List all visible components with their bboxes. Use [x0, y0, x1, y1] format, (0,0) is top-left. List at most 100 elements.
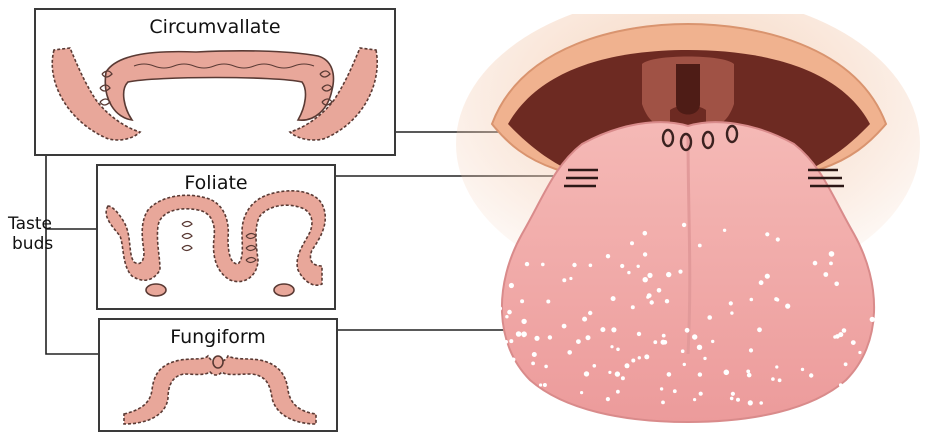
fungiform-papilla-dot — [521, 319, 526, 324]
fungiform-papilla-dot — [829, 251, 835, 257]
fungiform-papilla-dot — [858, 351, 861, 354]
fungiform-papilla-dot — [666, 272, 671, 277]
fungiform-papilla-dot — [824, 396, 828, 400]
fungiform-papilla-dot — [851, 340, 856, 345]
fungiform-papilla-dot — [759, 401, 763, 405]
fungiform-papilla-dot — [621, 376, 625, 380]
fungiform-panel: Fungiform — [98, 318, 338, 432]
fungiform-papilla-dot — [637, 332, 641, 336]
fungiform-papilla-dot — [647, 273, 652, 278]
fungiform-papilla-dot — [644, 354, 649, 359]
fungiform-papilla-dot — [580, 391, 583, 394]
fungiform-papilla-dot — [660, 387, 663, 390]
fungiform-papilla-dot — [532, 352, 537, 357]
fungiform-papilla-dot — [589, 264, 593, 268]
fungiform-papilla-dot — [531, 362, 535, 366]
fungiform-papilla-dot — [749, 348, 753, 352]
fungiform-papilla-dot — [667, 372, 672, 377]
fungiform-papilla-dot — [871, 374, 875, 378]
circumvallate-cross-section — [36, 10, 394, 154]
fungiform-papilla-dot — [765, 232, 769, 236]
fungiform-papilla-dot — [521, 331, 527, 337]
fungiform-papilla-dot — [653, 340, 657, 344]
fungiform-papilla-dot — [567, 350, 572, 355]
fungiform-papilla-dot — [759, 280, 764, 285]
fungiform-papilla-dot — [631, 359, 635, 363]
fungiform-papilla-dot — [736, 398, 740, 402]
fungiform-papilla-dot — [681, 349, 685, 353]
fungiform-papilla-dot — [588, 311, 592, 315]
fungiform-papilla-dot — [776, 237, 780, 241]
fungiform-papilla-dot — [707, 315, 712, 320]
fungiform-papilla-dot — [882, 363, 887, 368]
foliate-base-left — [146, 284, 166, 296]
fungiform-papilla-dot — [833, 335, 836, 338]
fungiform-papilla-dot — [774, 297, 778, 301]
tongue-median-groove — [688, 134, 690, 354]
fungiform-papilla-dot — [544, 365, 548, 369]
fungiform-papilla-dot — [543, 383, 547, 387]
fungiform-papilla-dot — [548, 335, 552, 339]
fungiform-papilla-dot — [746, 370, 750, 374]
fungiform-papilla-dot — [498, 306, 502, 310]
fungiform-papilla-dot — [711, 340, 714, 343]
fungiform-papilla-dot — [661, 401, 665, 405]
fungiform-papilla-dot — [611, 296, 616, 301]
fungiform-papilla-dot — [699, 392, 703, 396]
fungiform-papilla-dot — [678, 270, 682, 274]
fungiform-papilla-dot — [834, 282, 839, 287]
fungiform-papilla-dot — [723, 229, 726, 232]
fungiform-papilla-dot — [809, 373, 813, 377]
fungiform-papilla-dot — [546, 300, 550, 304]
fungiform-papilla-dot — [562, 324, 567, 329]
fungiform-papilla-dot — [846, 401, 851, 406]
fungiform-papilla-dot — [683, 363, 686, 366]
fungiform-papilla-dot — [630, 241, 634, 245]
fungiform-papilla-dot — [665, 299, 669, 303]
fungiform-papilla-dot — [586, 335, 591, 340]
fungiform-papilla-dot — [650, 300, 654, 304]
fungiform-papilla-dot — [576, 339, 581, 344]
fungiform-papilla-dot — [505, 315, 508, 318]
fungiform-papilla-dot — [663, 340, 668, 345]
fungiform-papilla-dot — [757, 327, 762, 332]
fungiform-papilla-dot — [888, 389, 892, 393]
fungiform-papilla-dot — [873, 334, 878, 339]
fungiform-papilla-dot — [881, 398, 886, 403]
fungiform-papilla-dot — [509, 339, 513, 343]
fungiform-papilla-dot — [778, 378, 782, 382]
fungiform-papilla-dot — [511, 358, 515, 362]
fungiform-papilla-dot — [868, 378, 873, 383]
fungiform-papilla-dot — [643, 277, 648, 282]
fungiform-papilla-dot — [662, 334, 666, 338]
fungiform-papilla-dot — [643, 231, 648, 236]
fungiform-papilla-dot — [838, 332, 843, 337]
fungiform-papilla-dot — [627, 271, 630, 274]
fungiform-papilla-dot — [600, 327, 605, 332]
fungiform-papilla-dot — [685, 328, 690, 333]
fungiform-papilla-dot — [829, 262, 833, 266]
foliate-cross-section — [98, 166, 334, 308]
fungiform-papilla-dot — [593, 364, 597, 368]
fungiform-papilla-dot — [730, 311, 733, 314]
fungiform-papilla-dot — [505, 362, 509, 366]
fungiform-papilla-dot — [516, 331, 522, 337]
taste-buds-label-line2: buds — [12, 234, 53, 254]
fungiform-papilla-dot — [657, 288, 662, 293]
fungiform-papilla-dot — [771, 377, 775, 381]
fungiform-papilla-dot — [646, 296, 649, 299]
fungiform-papilla-dot — [638, 356, 641, 359]
fungiform-papilla-dot — [682, 223, 686, 227]
fungiform-papilla-dot — [608, 371, 611, 374]
fungiform-papilla-dot — [509, 283, 514, 288]
fungiform-papilla-dot — [870, 317, 875, 322]
fungiform-papilla-dot — [844, 362, 848, 366]
fungiform-papilla-dot — [697, 345, 702, 350]
fungiform-papilla-dot — [731, 392, 735, 396]
fungiform-papilla-dot — [615, 371, 620, 376]
fungiform-papilla-dot — [724, 370, 730, 376]
fungiform-cross-section — [100, 320, 336, 430]
fungiform-papilla-dot — [698, 372, 702, 376]
fungiform-papilla-dot — [692, 334, 697, 339]
fungiform-papilla-dot — [620, 264, 624, 268]
